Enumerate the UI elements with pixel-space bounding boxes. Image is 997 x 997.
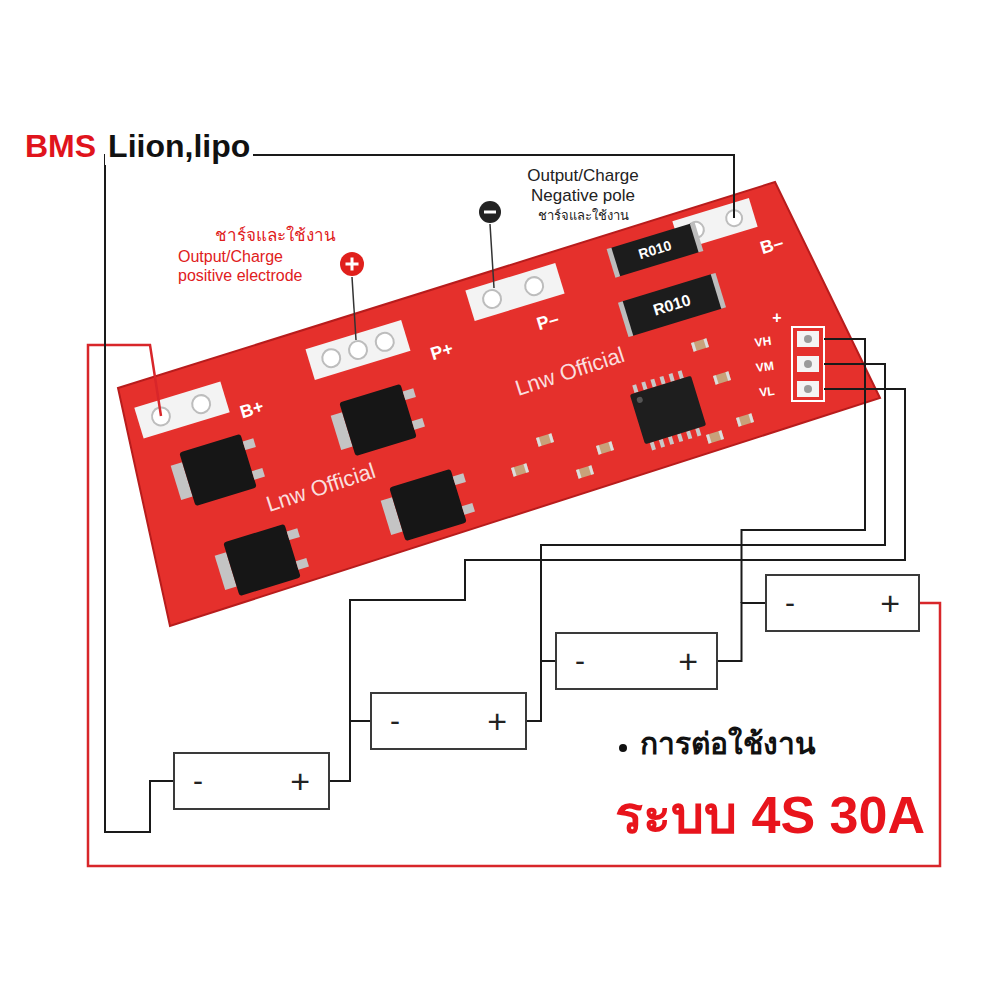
terminal-sign: + xyxy=(678,644,698,678)
thai-callout: ชาร์จและใช้งาน xyxy=(215,226,336,246)
b-plus-pad xyxy=(134,382,229,439)
pin-label: VL xyxy=(758,384,775,400)
balance-wire xyxy=(742,339,866,603)
brand-title: BMS xyxy=(22,127,99,165)
plus-symbol xyxy=(351,258,354,271)
battery-cell: -+ xyxy=(173,752,330,810)
pin-label: + xyxy=(772,308,781,327)
smd-parts xyxy=(511,338,754,478)
terminal-sign: - xyxy=(193,766,203,796)
minus-symbol xyxy=(479,201,501,223)
p-plus-pad xyxy=(306,320,411,380)
leader-line xyxy=(352,277,356,340)
negative-wire xyxy=(105,155,734,832)
positive-wire xyxy=(88,345,940,866)
bullet-dot xyxy=(619,744,627,752)
series-wire xyxy=(330,721,370,781)
battery-cell: -+ xyxy=(370,692,527,750)
pin-label: VH xyxy=(754,334,773,351)
leader-line xyxy=(490,224,494,288)
section-heading: การต่อใช้งาน xyxy=(640,726,816,762)
terminal-sign: + xyxy=(880,586,900,620)
terminal-sign: - xyxy=(390,706,400,736)
series-wire xyxy=(527,661,555,721)
terminal-sign: - xyxy=(575,646,585,676)
balance-connector xyxy=(792,327,824,401)
plus-symbol xyxy=(340,252,364,276)
resistor-symbol xyxy=(618,273,726,337)
terminal-callout: Output/Charge Negative pole xyxy=(505,166,661,207)
terminal-callout: Output/Charge positive electrode xyxy=(178,248,328,285)
spec-heading: ระบบ 4S 30A xyxy=(612,784,928,846)
pin-label: VM xyxy=(755,359,775,376)
mosfet xyxy=(378,466,478,545)
terminal-sign: + xyxy=(487,704,507,738)
resistor-symbol xyxy=(607,222,704,278)
mosfet xyxy=(168,431,268,510)
battery-cell: -+ xyxy=(555,632,718,690)
minus-symbol xyxy=(484,211,496,214)
chemistry-title: Liion,lipo xyxy=(105,127,253,165)
protection-ic xyxy=(629,372,708,448)
terminal-sign: - xyxy=(785,588,795,618)
mosfet xyxy=(328,381,428,460)
series-wire xyxy=(718,603,765,661)
terminal-sign: + xyxy=(290,764,310,798)
thai-callout: ชาร์จและใช้งาน xyxy=(535,208,632,224)
balance-wire xyxy=(350,389,905,721)
mosfet xyxy=(212,521,312,600)
battery-cell: -+ xyxy=(765,574,920,632)
